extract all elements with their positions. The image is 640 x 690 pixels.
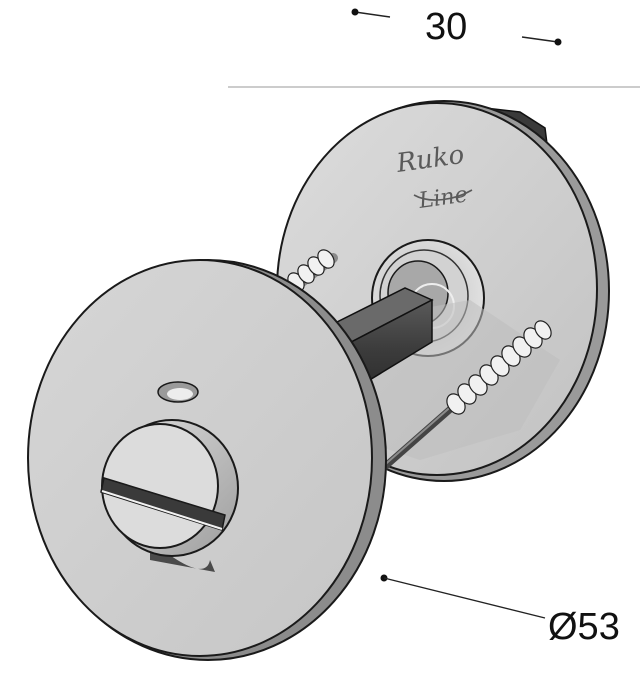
front-rosette: [27, 259, 387, 661]
brand-swoosh: [413, 189, 473, 201]
turn-knob-slot-edge: [101, 490, 223, 530]
diameter-label: Ø53: [548, 606, 620, 648]
depth-endpoint-right: [554, 38, 562, 46]
depth-endpoint-left: [351, 8, 359, 16]
indicator-window-inner: [167, 388, 193, 400]
turn-knob-slot: [100, 477, 226, 531]
depth-label: 30: [425, 6, 467, 48]
diameter-leader: [383, 577, 546, 619]
depth-dimension: 30: [351, 6, 562, 48]
depth-leader-right: [521, 36, 559, 43]
diameter-dimension: Ø53: [380, 574, 620, 648]
depth-leader-left: [354, 11, 391, 18]
lower-screw-thread: [446, 320, 552, 415]
